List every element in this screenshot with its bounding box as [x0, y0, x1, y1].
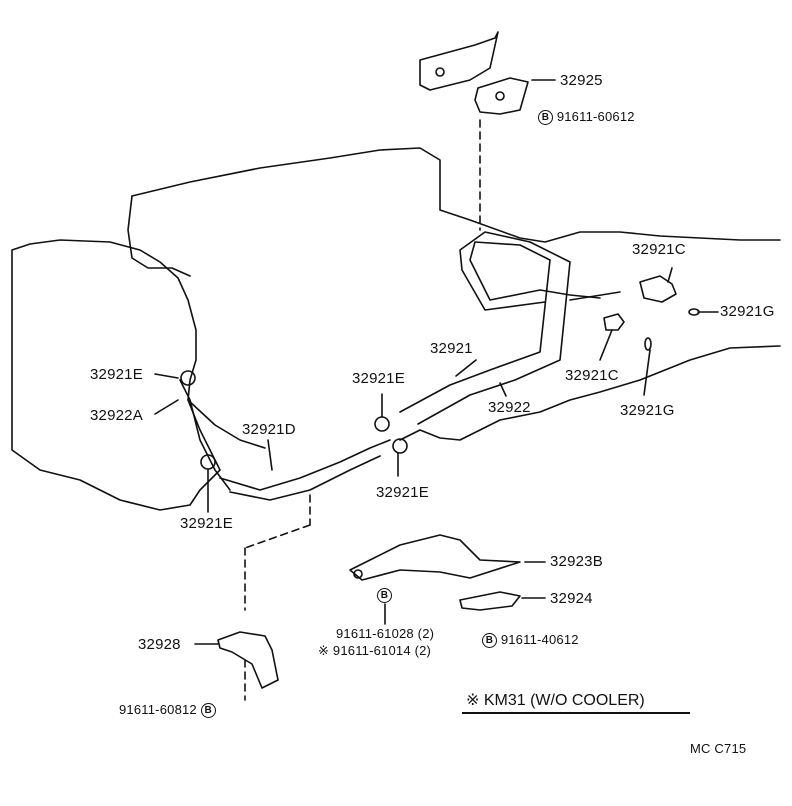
- label-91611-40612-text: 91611-40612: [500, 632, 579, 647]
- hose-32921d: [219, 439, 391, 491]
- bracket-32928: [217, 631, 279, 689]
- label-91611-60612: B 91611-60612: [538, 109, 635, 126]
- label-32921g-right: 32921G: [720, 303, 775, 320]
- clip-32924: [459, 591, 521, 611]
- bolt-badge: B: [377, 587, 392, 603]
- label-32923b: 32923B: [550, 553, 603, 570]
- label-91611-61014: ※ 91611-61014 (2): [318, 643, 432, 658]
- fitting-32921c-mid: [603, 313, 625, 331]
- bracket-32925-lower: [474, 77, 529, 115]
- label-91611-61028: 91611-61028 (2): [336, 626, 435, 641]
- label-32922a: 32922A: [90, 407, 143, 424]
- engine-outline: [131, 147, 781, 243]
- label-32928: 32928: [138, 636, 181, 653]
- fitting-32921c-top: [639, 275, 677, 303]
- bolt-badge: B: [538, 110, 553, 126]
- bracket-32925-upper: [419, 31, 499, 91]
- variant-note-underline: [462, 712, 690, 714]
- label-32921d: 32921D: [242, 421, 296, 438]
- label-b-center: B: [377, 587, 392, 603]
- label-32925: 32925: [560, 72, 603, 89]
- hose-32922a: [179, 379, 231, 491]
- variant-note: ※ KM31 (W/O COOLER): [466, 692, 645, 709]
- label-32921e-bottom: 32921E: [180, 515, 233, 532]
- nut-tube: [569, 291, 621, 301]
- engine-left-edge: [127, 195, 191, 277]
- bolt-badge: B: [482, 633, 497, 649]
- label-32921c-mid: 32921C: [565, 367, 619, 384]
- label-91611-60812-text: 91611-60812: [119, 702, 197, 717]
- label-32922: 32922: [488, 399, 531, 416]
- engine-lower-edge: [187, 399, 266, 449]
- label-32921: 32921: [430, 340, 473, 357]
- engine-right-lower: [399, 345, 781, 441]
- label-32921g-mid: 32921G: [620, 402, 675, 419]
- label-32921e-center: 32921E: [352, 370, 405, 387]
- transmission-outline: [11, 239, 221, 511]
- label-32921c-top: 32921C: [632, 241, 686, 258]
- label-32921e-left: 32921E: [90, 366, 143, 383]
- label-32921e-lower: 32921E: [376, 484, 429, 501]
- diagram-code: MC C715: [690, 741, 747, 756]
- label-32924: 32924: [550, 590, 593, 607]
- label-91611-60612-text: 91611-60612: [556, 109, 635, 124]
- pipe-32921: [399, 241, 601, 413]
- bolt-badge: B: [200, 703, 216, 719]
- hose-32921d-2: [229, 455, 381, 501]
- pipe-32922: [417, 231, 571, 425]
- bracket-32923b: [349, 534, 521, 581]
- label-91611-40612: B 91611-40612: [482, 632, 579, 649]
- label-91611-60812: 91611-60812 B: [119, 702, 216, 719]
